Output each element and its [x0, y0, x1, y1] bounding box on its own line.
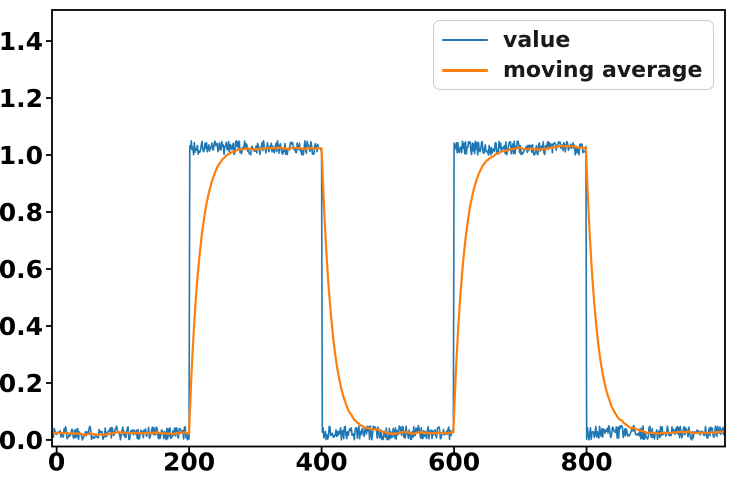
value-line-swatch — [442, 38, 488, 42]
x-tick-label: 600 — [428, 448, 480, 477]
y-tick-label: 0.4 — [0, 312, 43, 341]
legend-item-value: value — [442, 27, 705, 53]
plot-border — [51, 9, 726, 448]
legend-label-value: value — [503, 27, 571, 53]
x-tick-label: 200 — [163, 448, 215, 477]
y-tick-label: 0.6 — [0, 255, 43, 284]
x-tick-label: 800 — [560, 448, 612, 477]
y-tick-label: 1.0 — [0, 141, 43, 170]
y-tick-label: 0.0 — [0, 426, 43, 455]
legend: value moving average — [433, 20, 714, 90]
x-tick-label: 0 — [48, 448, 65, 477]
legend-label-moving-average: moving average — [503, 57, 703, 83]
y-axis-ticks: 0.0 0.2 0.4 0.6 0.8 1.0 1.2 1.4 — [0, 27, 52, 455]
moving-average-line-swatch — [442, 68, 488, 72]
series-lines — [52, 139, 725, 441]
x-axis-ticks: 0 200 400 600 800 — [48, 446, 613, 477]
y-tick-label: 0.8 — [0, 198, 43, 227]
x-tick-label: 400 — [296, 448, 348, 477]
y-tick-label: 1.2 — [0, 84, 43, 113]
value-series-line — [52, 139, 725, 441]
legend-item-moving-average: moving average — [442, 57, 705, 83]
y-tick-label: 1.4 — [0, 27, 43, 56]
y-tick-label: 0.2 — [0, 369, 43, 398]
moving-average-line — [52, 144, 725, 437]
